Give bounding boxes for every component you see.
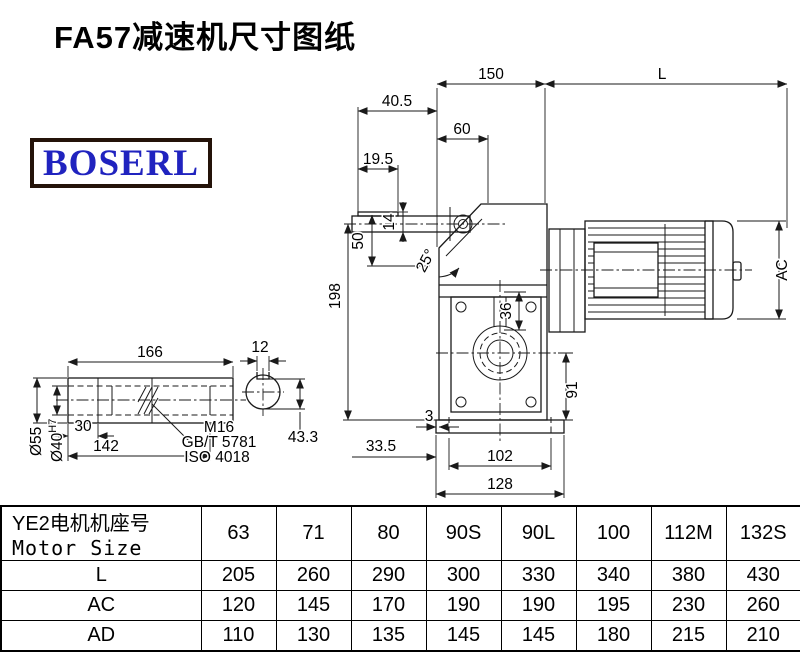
value-cell: 195	[575, 590, 652, 621]
size-header-cell: 80	[350, 505, 427, 561]
value-cell: 180	[575, 620, 652, 651]
dim-150-label: 150	[478, 66, 504, 83]
size-header-cell: 100	[575, 505, 652, 561]
value-cell: 380	[650, 560, 727, 591]
motor-size-header-en: Motor Size	[12, 536, 143, 560]
value-cell: 260	[725, 590, 800, 621]
size-header-cell: 71	[275, 505, 352, 561]
value-cell: 260	[275, 560, 352, 591]
dia40-value: Ø40	[49, 432, 66, 462]
motor-size-header-cell: YE2电机机座号 Motor Size	[0, 505, 202, 561]
motor: AC	[540, 220, 793, 333]
table-row-AC: AC 120 145 170 190 190 195 230 260	[0, 590, 800, 621]
value-cell: 145	[500, 620, 577, 651]
value-cell: 190	[500, 590, 577, 621]
dim-128-label: 128	[487, 476, 513, 493]
value-cell: 215	[650, 620, 727, 651]
dim-30-label: 30	[74, 418, 92, 435]
boserl-logo: BOSERL	[30, 138, 213, 188]
row-label-cell: L	[0, 560, 202, 591]
boserl-logo-text: BOSERL	[43, 142, 200, 184]
input-shaft: 14 50 198 25°	[326, 202, 505, 421]
dim-dia40-label: Ø40H7	[47, 419, 66, 462]
dim-36-label: 36	[498, 302, 515, 319]
dim-12-label: 12	[251, 339, 268, 356]
value-cell: 120	[200, 590, 277, 621]
value-cell: 330	[500, 560, 577, 591]
value-cell: 130	[275, 620, 352, 651]
dim-3-label: 3	[425, 408, 434, 425]
dimension-drawing: 150 L 40.5 60 19.5 14 50	[27, 65, 793, 498]
size-header-cell: 112M	[650, 505, 727, 561]
dim-25deg-label: 25°	[413, 247, 439, 276]
dim-102-label: 102	[487, 448, 513, 465]
shaft-section-detail: 12 43.3	[240, 338, 320, 448]
dim-43-3-label: 43.3	[288, 429, 318, 446]
row-label-cell: AC	[0, 590, 202, 621]
thread-hatch	[137, 386, 159, 415]
dim-14-label: 14	[381, 213, 398, 231]
dim-50-label: 50	[350, 232, 367, 250]
dim-33-5-label: 33.5	[366, 438, 396, 455]
page-title: FA57减速机尺寸图纸	[54, 20, 357, 55]
size-header-cell: 63	[200, 505, 277, 561]
value-cell: 110	[200, 620, 277, 651]
size-header-cell: 90S	[425, 505, 502, 561]
table-header-row: YE2电机机座号 Motor Size 63 71 80 90S 90L 100…	[0, 505, 800, 561]
value-cell: 210	[725, 620, 800, 651]
table-row-L: L 205 260 290 300 330 340 380 430	[0, 560, 800, 591]
motor-size-table: YE2电机机座号 Motor Size 63 71 80 90S 90L 100…	[0, 505, 800, 652]
row-label-cell: AD	[0, 620, 202, 651]
value-cell: 230	[650, 590, 727, 621]
hollow-shaft-detail: 166 30 142 Ø55 Ø40H7 M16 GB/T 5781 ISO 4…	[27, 343, 258, 468]
value-cell: 290	[350, 560, 427, 591]
dim-91-label: 91	[564, 381, 581, 398]
bottom-dimensions: 3 33.5 102 128	[352, 407, 565, 498]
value-cell: 190	[425, 590, 502, 621]
value-cell: 300	[425, 560, 502, 591]
table-row-AD: AD 110 130 135 145 145 180 215 210	[0, 620, 800, 651]
gearbox-body: 36 91	[435, 203, 583, 442]
dim-142-label: 142	[93, 438, 119, 455]
value-cell: 135	[350, 620, 427, 651]
value-cell: 170	[350, 590, 427, 621]
dim-40-5-label: 40.5	[382, 93, 412, 110]
value-cell: 430	[725, 560, 800, 591]
motor-size-header-cn: YE2电机机座号	[12, 513, 150, 535]
dim-198-label: 198	[327, 283, 344, 309]
dim-dia55-label: Ø55	[28, 427, 45, 456]
size-header-cell: 132S	[725, 505, 800, 561]
dia40-tolerance: H7	[47, 419, 59, 433]
dim-AC-label: AC	[774, 259, 791, 281]
size-header-cell: 90L	[500, 505, 577, 561]
value-cell: 205	[200, 560, 277, 591]
standard-gb-label: GB/T 5781	[182, 434, 257, 451]
dim-19-5-label: 19.5	[363, 151, 393, 168]
dim-166-label: 166	[137, 344, 163, 361]
standard-iso-label: ISO 4018	[184, 449, 250, 466]
value-cell: 145	[275, 590, 352, 621]
thread-label: M16	[204, 419, 234, 436]
top-dimensions: 150 L 40.5 60 19.5	[357, 65, 788, 247]
dim-L-label: L	[658, 66, 667, 83]
value-cell: 340	[575, 560, 652, 591]
dim-60-label: 60	[453, 121, 471, 138]
value-cell: 145	[425, 620, 502, 651]
